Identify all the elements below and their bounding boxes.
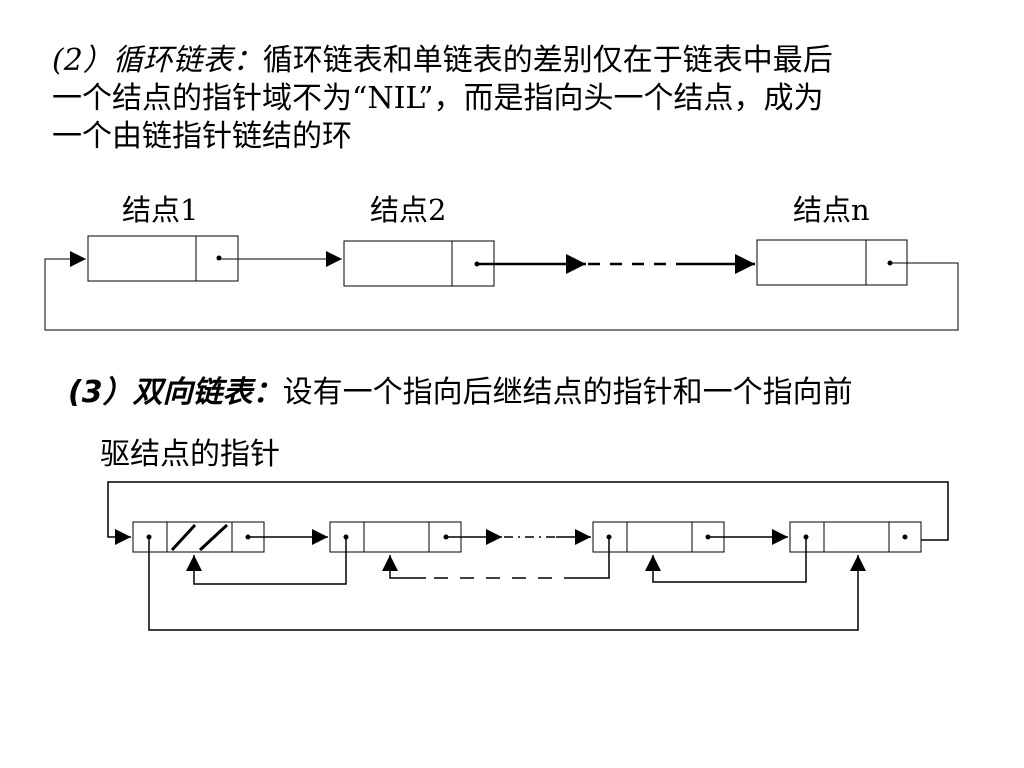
prev-link-to-node2 (382, 555, 426, 579)
circular-body-line3: 一个由链指针链结的环 (52, 119, 352, 154)
doubly-tail-node (789, 521, 922, 553)
doubly-list-paragraph: (3）双向链表：设有一个指向后继结点的指针和一个指向前 (68, 374, 968, 412)
circular-node-1 (87, 235, 239, 282)
circular-node-n (756, 239, 908, 286)
doubly-list-diagram (107, 481, 949, 631)
circular-prefix: (2） (52, 43, 113, 78)
circular-body-line1: 循环链表和单链表的差别仅在于链表中最后 (262, 43, 833, 78)
doubly-list-paragraph-cont: 驱结点的指针 (100, 436, 1000, 474)
null-hatch-icon (170, 523, 229, 552)
prev-link-node3-dashed (578, 537, 610, 579)
node-label-1: 结点1 (122, 193, 199, 227)
circular-return-link (44, 251, 959, 331)
doubly-head-node (132, 521, 265, 553)
doubly-node-3 (592, 521, 725, 553)
circular-list-paragraph: (2）循环链表：循环链表和单链表的差别仅在于链表中最后 一个结点的指针域不为“N… (52, 42, 952, 156)
circular-link-tail-to-head (107, 481, 949, 545)
doubly-prefix: (3） (68, 375, 133, 410)
circular-node-2 (343, 240, 495, 287)
circular-link-head-to-tail (148, 537, 866, 631)
circular-title: 循环链表： (112, 43, 263, 78)
doubly-body-line1: 设有一个指向后继结点的指针和一个指向前 (282, 375, 853, 410)
circular-list-diagram (44, 235, 959, 331)
node-label-2: 结点2 (370, 193, 447, 227)
prev-link-tail-to-node3 (645, 537, 807, 583)
node-label-n: 结点n (793, 193, 870, 227)
circular-body-line2: 一个结点的指针域不为“NIL”，而是指向头一个结点，成为 (52, 81, 824, 116)
doubly-body-line2: 驱结点的指针 (100, 437, 280, 472)
doubly-title: 双向链表： (132, 375, 283, 410)
prev-link-node2-to-head (186, 537, 347, 585)
doubly-node-2 (329, 521, 462, 553)
